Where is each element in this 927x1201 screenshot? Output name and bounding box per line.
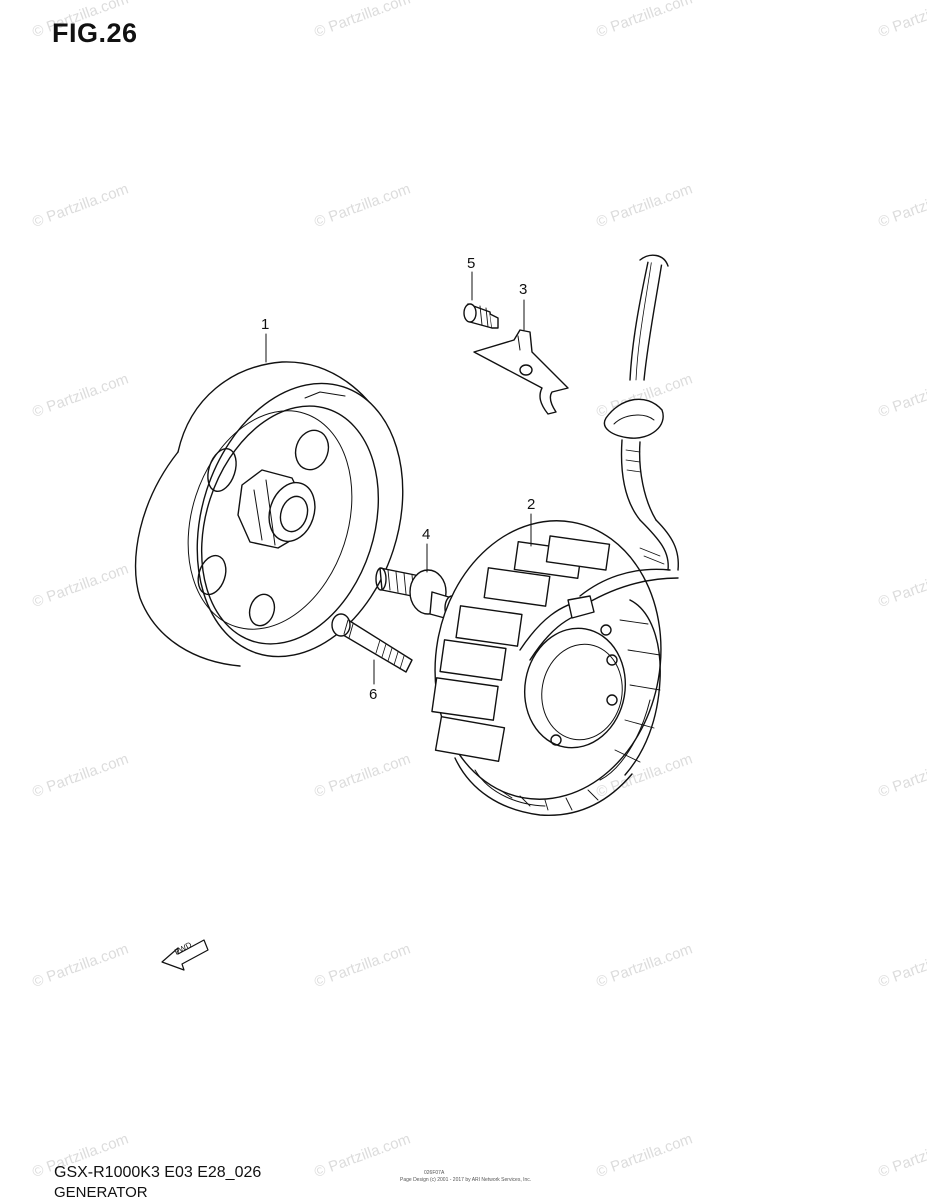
small-id: 026F07A <box>424 1170 445 1176</box>
callout-5: 5 <box>467 255 476 272</box>
rotor-drawing[interactable] <box>134 357 437 684</box>
callout-3: 3 <box>519 281 528 298</box>
wire-harness-drawing[interactable] <box>519 254 679 661</box>
callout-2: 2 <box>527 496 536 513</box>
figure-title: FIG.26 <box>52 18 138 48</box>
callout-1: 1 <box>261 316 270 333</box>
model-code: GSX-R1000K3 E03 E28_026 <box>54 1164 262 1181</box>
forward-arrow-icon <box>161 939 209 971</box>
leader-lines <box>265 271 532 685</box>
fine-print: Page Design (c) 2001 - 2017 by ARI Netwo… <box>400 1177 532 1183</box>
stator-drawing[interactable] <box>413 503 682 818</box>
callout-4: 4 <box>422 526 431 543</box>
screw-drawing[interactable] <box>463 303 499 329</box>
callout-6: 6 <box>369 686 378 703</box>
clamp-drawing[interactable] <box>473 329 569 415</box>
section-name: GENERATOR <box>54 1184 148 1201</box>
long-bolt-drawing[interactable] <box>331 613 413 673</box>
